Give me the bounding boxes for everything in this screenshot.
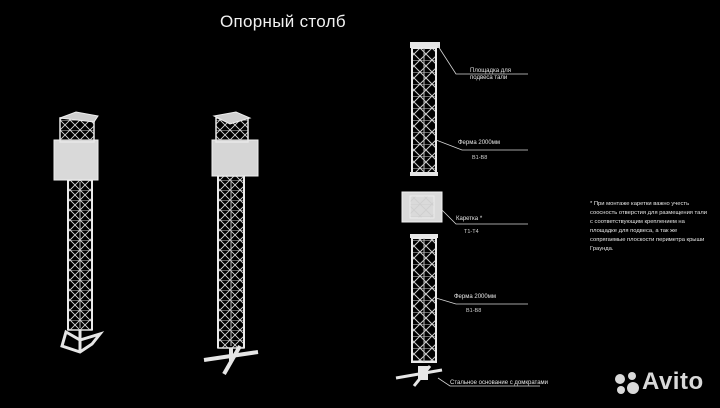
exploded-base — [395, 365, 443, 387]
exploded-bottom-truss — [410, 234, 438, 363]
avito-watermark: Avito — [642, 368, 704, 395]
label-truss-bottom: Ферма 2000мм — [454, 294, 496, 300]
label-carriage-code: Т1-Т4 — [464, 229, 479, 235]
label-platform: Площадка для подвеса тали — [470, 68, 512, 81]
tower-2-render — [203, 111, 259, 375]
label-base: Стальное основание с домкратами — [450, 380, 549, 386]
exploded-carriage — [401, 191, 443, 223]
label-truss-top-code: В1-В8 — [472, 155, 488, 161]
avito-logo-icon — [615, 372, 639, 394]
label-truss-top: Ферма 2000мм — [458, 140, 500, 146]
installation-note: * При монтаже каретки важно учесть соосн… — [590, 201, 707, 252]
label-truss-bottom-code: В1-В8 — [466, 308, 482, 314]
tower-1-render — [53, 111, 105, 354]
leader-lines — [435, 45, 540, 387]
label-carriage: Каретка * — [456, 216, 483, 222]
slide-title: Опорный столб — [220, 12, 346, 31]
exploded-top-truss — [410, 42, 440, 176]
